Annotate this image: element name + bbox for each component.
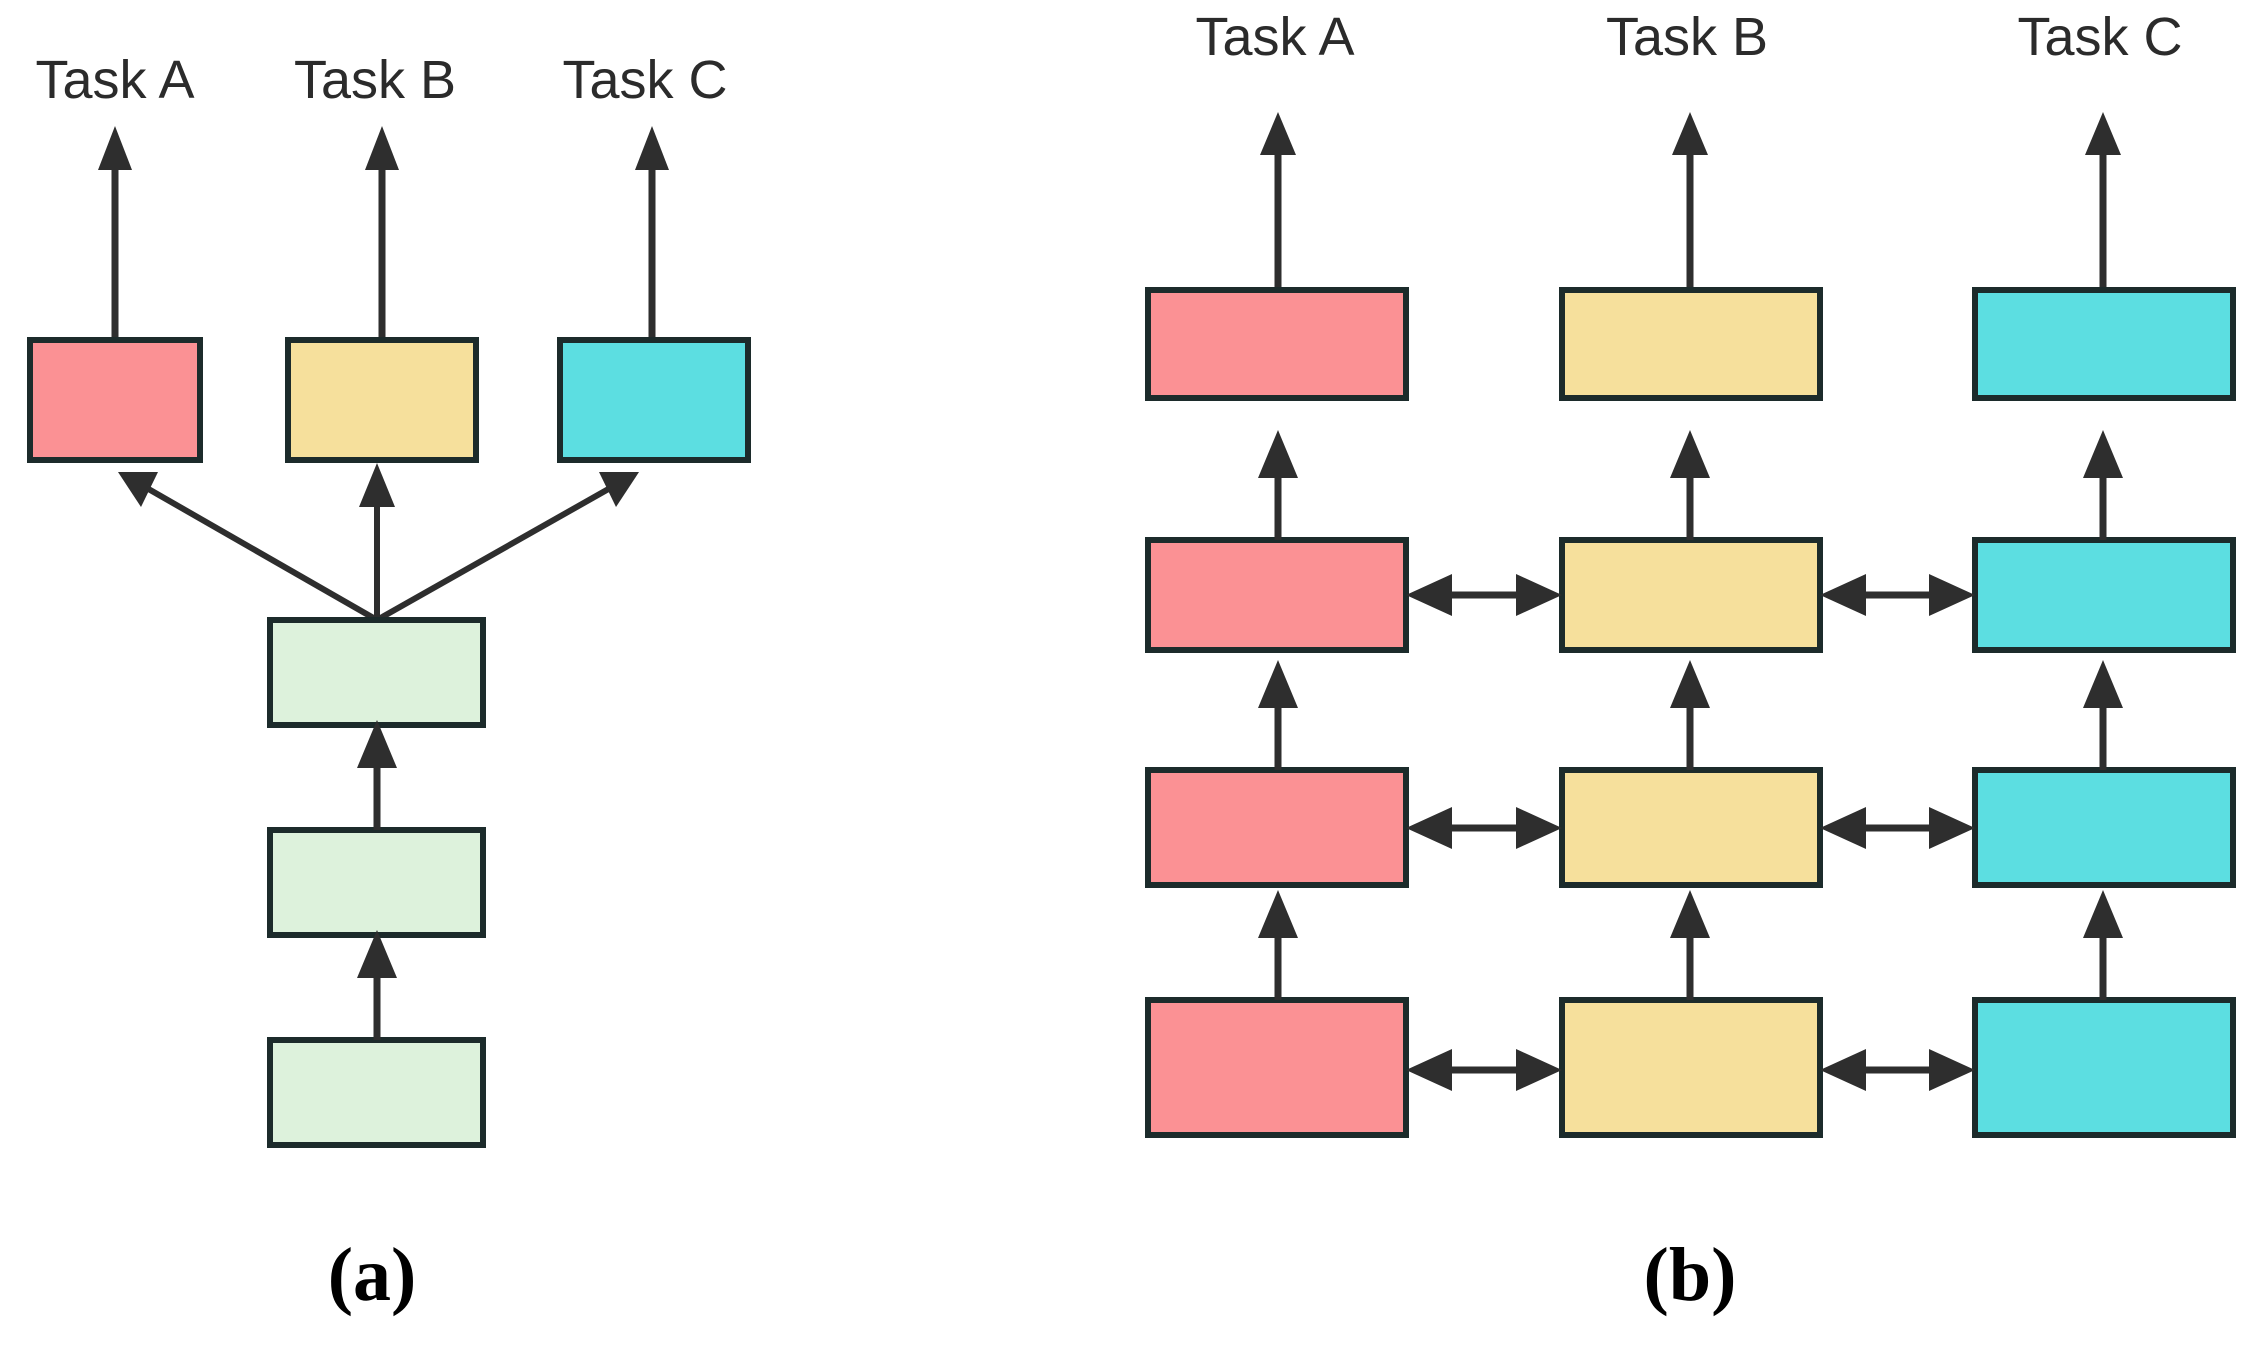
panel-b-output-arrow-c (2085, 112, 2121, 290)
panel-a-task-label-a: Task A (35, 50, 194, 110)
panel-b-vertical-arrow-b-4-3 (1670, 890, 1710, 1000)
panel-b-cross-arrow-row2-ab (1406, 574, 1562, 616)
panel-b-vertical-arrow-c-2-1 (2083, 430, 2123, 540)
panel-b-vertical-arrow-c-4-3 (2083, 890, 2123, 1000)
panel-a-fanout-edge-a (118, 472, 379, 623)
panel-b-vertical-arrow-b-3-2 (1670, 660, 1710, 770)
panel-b-box-a-3[interactable] (1145, 767, 1409, 888)
panel-a-shared-box-2[interactable] (267, 827, 486, 938)
panel-a: Task A Task B Task C (27, 50, 751, 1317)
panel-a-task-head-box-b[interactable] (285, 337, 479, 463)
panel-b-box-b-4[interactable] (1559, 997, 1823, 1138)
panel-a-shared-box-3[interactable] (267, 1037, 486, 1148)
panel-a-task-label-b: Task B (294, 50, 456, 110)
panel-a-shared-box-1[interactable] (267, 617, 486, 728)
panel-b-box-b-3[interactable] (1559, 767, 1823, 888)
panel-b-vertical-arrow-b-2-1 (1670, 430, 1710, 540)
panel-a-output-arrow-a (98, 126, 132, 340)
panel-b-output-arrow-b (1672, 112, 1708, 290)
panel-b-box-c-4[interactable] (1972, 997, 2236, 1138)
panel-b-task-label-c: Task C (2017, 7, 2182, 67)
panel-b-cross-arrow-row2-bc (1820, 574, 1975, 616)
panel-b-caption: (b) (1644, 1233, 1737, 1317)
panel-b-task-label-b: Task B (1606, 7, 1768, 67)
panel-b-vertical-arrow-a-2-1 (1258, 430, 1298, 540)
panel-b-column-b (1559, 112, 1823, 1138)
panel-b-task-label-a: Task A (1195, 7, 1354, 67)
panel-a-fanout-edge-c (375, 472, 639, 623)
panel-b-cross-arrow-row4-bc (1820, 1049, 1975, 1091)
panel-b-box-b-2[interactable] (1559, 537, 1823, 653)
panel-a-task-head-box-a[interactable] (27, 337, 203, 463)
panel-a-task-head-box-c[interactable] (557, 337, 751, 463)
panel-a-output-arrow-c (635, 126, 669, 340)
panel-b: Task A Task B Task C (1145, 7, 2236, 1317)
panel-b-box-b-1[interactable] (1559, 287, 1823, 401)
panel-b-vertical-arrow-a-3-2 (1258, 660, 1298, 770)
panel-b-box-a-1[interactable] (1145, 287, 1409, 401)
panel-b-vertical-arrow-c-3-2 (2083, 660, 2123, 770)
panel-a-fanout-edge-b (359, 463, 395, 620)
panel-b-box-c-1[interactable] (1972, 287, 2236, 401)
panel-a-output-arrow-b (365, 126, 399, 340)
panel-a-shared-arrow-3-to-2 (357, 930, 397, 1040)
panel-b-vertical-arrow-a-4-3 (1258, 890, 1298, 1000)
panel-a-shared-arrow-2-to-1 (357, 720, 397, 830)
panel-b-cross-arrow-row3-ab (1406, 807, 1562, 849)
panel-b-column-c (1972, 112, 2236, 1138)
panel-b-box-a-2[interactable] (1145, 537, 1409, 653)
panel-b-box-a-4[interactable] (1145, 997, 1409, 1138)
panel-a-task-label-c: Task C (562, 50, 727, 110)
panel-b-column-a (1145, 112, 1409, 1138)
panel-b-box-c-2[interactable] (1972, 537, 2236, 653)
panel-b-output-arrow-a (1260, 112, 1296, 290)
panel-b-cross-arrow-row3-bc (1820, 807, 1975, 849)
panel-b-cross-arrow-row4-ab (1406, 1049, 1562, 1091)
panel-a-caption: (a) (328, 1233, 417, 1317)
panel-b-box-c-3[interactable] (1972, 767, 2236, 888)
